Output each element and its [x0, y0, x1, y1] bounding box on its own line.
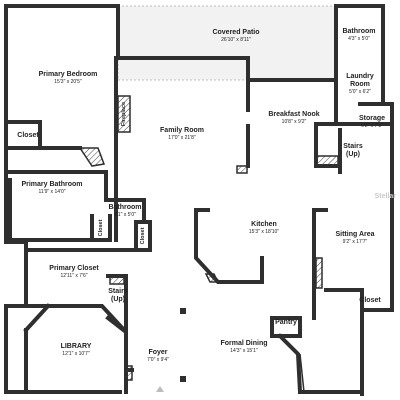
room-sitting-area: Sitting Area 9'2" x 17'7" [335, 231, 375, 245]
bath-tub-hatch [78, 147, 106, 167]
room-formal-dining: Formal Dining 14'3" x 15'1" [220, 340, 268, 354]
bay-window-line [299, 353, 305, 393]
room-bathroom-top: Bathroom 4'3" x 5'0" [342, 28, 376, 42]
room-breakfast-nook: Breakfast Nook 10'8" x 9'2" [268, 111, 320, 125]
foyer-hatch [125, 365, 133, 381]
room-closet-right: Closet [359, 297, 381, 304]
closet-vertical-label-a: Closet [98, 219, 104, 237]
stairs-hatch-left [109, 275, 125, 285]
column-post [180, 308, 186, 314]
stairs-hatch-right [315, 155, 339, 167]
room-primary-closet: Primary Closet 12'11" x 7'6" [49, 265, 99, 279]
room-stairs-up-right: Stairs (Up) [343, 143, 363, 158]
room-bathroom-mid: Bathroom 4'1" x 5'0" [108, 204, 142, 218]
room-family-room: Family Room 17'0" x 21'8" [160, 127, 204, 141]
room-covered-patio: Covered Patio 26'10" x 8'11" [212, 29, 260, 43]
room-library: LIBRARY 12'1" x 10'7" [60, 343, 92, 357]
room-laundry: Laundry Room 5'0" x 6'2" [346, 73, 374, 95]
column-post [180, 376, 186, 382]
room-kitchen: Kitchen 15'3" x 18'10" [248, 221, 280, 235]
fireplace-hatch [117, 95, 131, 133]
sitting-area-hatch [315, 257, 323, 289]
interior-walls [4, 56, 394, 395]
room-primary-bathroom: Primary Bathroom 11'9" x 14'0" [21, 181, 83, 195]
closet-vertical-label-b: Closet [140, 227, 146, 245]
room-pantry: Pantry [275, 319, 297, 326]
island-hatch [204, 273, 220, 283]
fireplace-label: Fireplace [121, 101, 127, 127]
watermark: Stellar [374, 193, 396, 200]
column-hatch [236, 165, 248, 174]
room-stairs-up-left: Stairs (Up) [108, 288, 128, 303]
entry-marker [156, 386, 164, 392]
room-foyer: Foyer 7'0" x 9'4" [147, 349, 169, 363]
room-primary-bedroom: Primary Bedroom 15'3" x 20'5" [38, 71, 98, 85]
covered-patio-area [117, 5, 337, 81]
room-closet-left: Closet [17, 132, 39, 139]
room-storage: Storage 6'2" x 7'3" [358, 115, 386, 129]
